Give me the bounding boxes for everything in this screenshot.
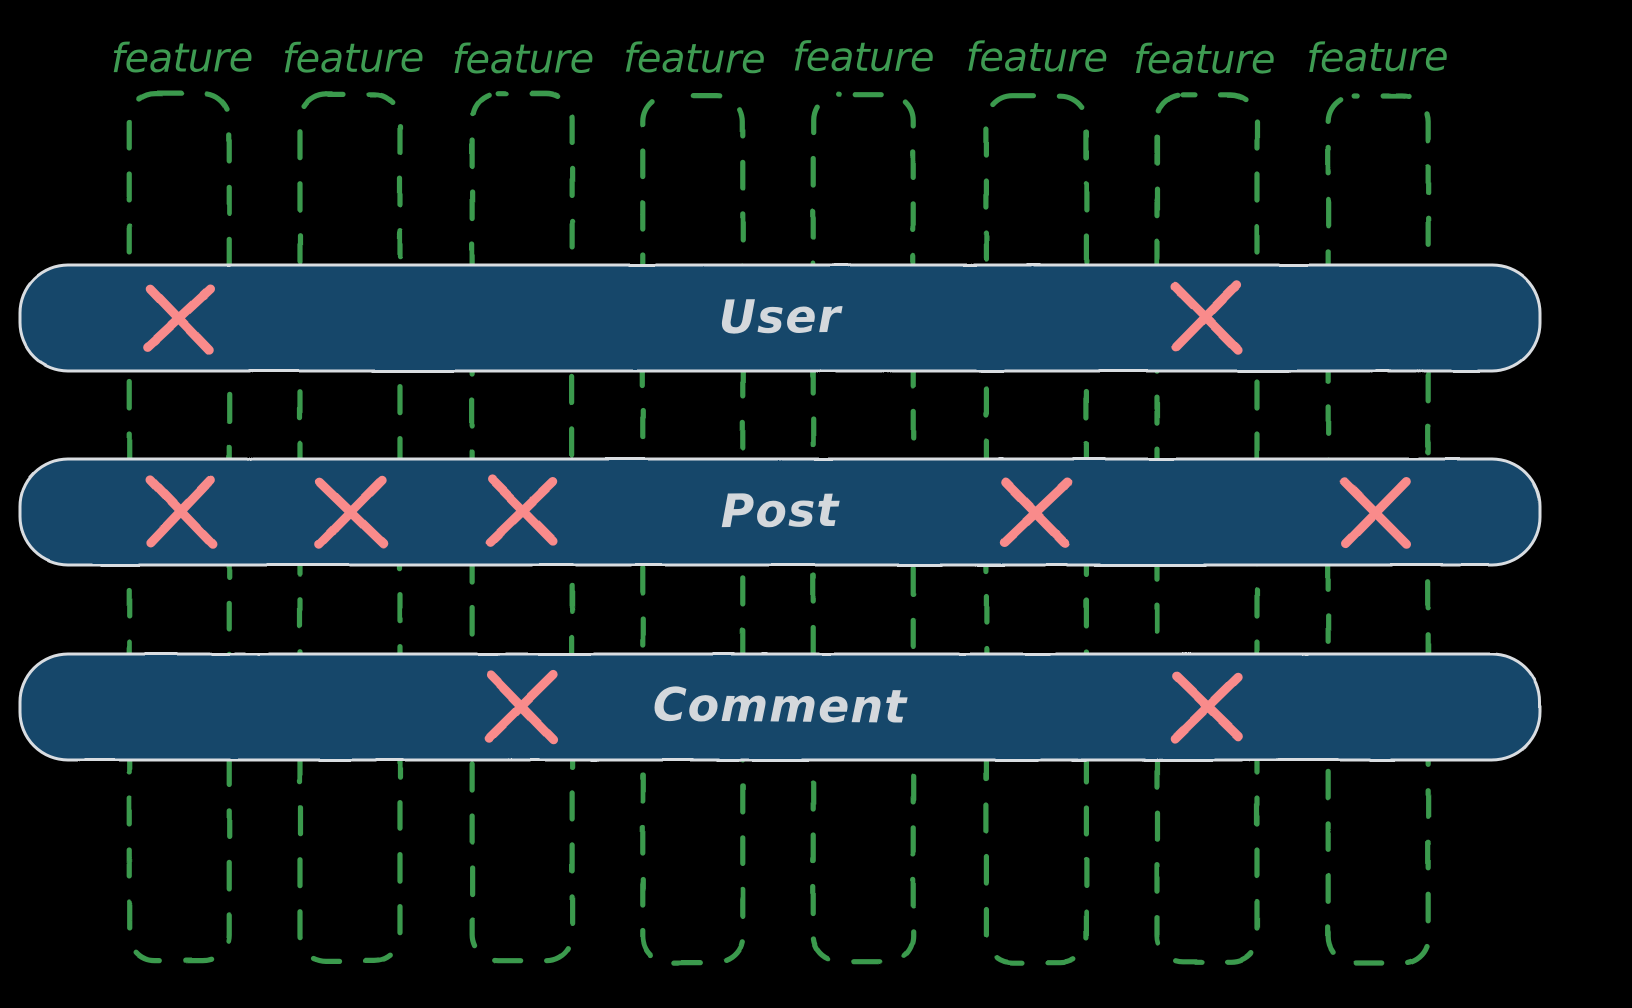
labels-layer: feature feature feature feature feature featu… — [111, 34, 1449, 734]
entity-row-label-post: Post — [720, 483, 840, 538]
cross-stroke — [484, 670, 558, 743]
cross-stroke — [1170, 672, 1243, 744]
entity-row-label-user: User — [718, 289, 843, 344]
feature-column-label-5: feature — [792, 34, 934, 81]
feature-column-label-3: feature — [452, 36, 594, 83]
entity-row-user[interactable] — [18, 263, 1542, 373]
mark-post-col1 — [145, 474, 217, 549]
entity-row-label-comment: Comment — [653, 677, 909, 733]
cross-stroke — [1341, 477, 1411, 549]
feature-column-label-4: feature — [623, 36, 765, 83]
cross-marks-layer — [143, 280, 1412, 745]
entity-row-post[interactable] — [18, 457, 1542, 567]
entity-row-comment[interactable] — [18, 652, 1542, 762]
entity-rows-layer — [18, 263, 1542, 762]
mark-comment-col7 — [1170, 671, 1243, 744]
mark-post-col6 — [999, 477, 1072, 548]
cross-stroke — [486, 477, 558, 547]
cross-stroke — [999, 477, 1072, 547]
entity-row-bar — [18, 652, 1542, 762]
feature-column-label-6: feature — [966, 35, 1108, 82]
entity-row-bar — [18, 457, 1542, 567]
cross-stroke — [1171, 280, 1242, 352]
mark-post-col3 — [486, 474, 558, 547]
entity-row-bar — [18, 263, 1542, 373]
cross-stroke — [314, 475, 387, 550]
feature-column-label-8: feature — [1306, 34, 1448, 82]
mark-user-col7 — [1170, 280, 1243, 355]
mark-post-col8 — [1340, 477, 1412, 549]
feature-column-label-7: feature — [1133, 37, 1275, 83]
feature-column-label-1: feature — [111, 35, 253, 82]
mark-user-col1 — [143, 283, 216, 356]
cross-stroke — [143, 283, 216, 352]
mark-post-col2 — [314, 475, 389, 550]
mark-comment-col3 — [484, 670, 559, 745]
feature-column-label-2: feature — [282, 35, 424, 82]
cross-stroke — [146, 475, 215, 548]
